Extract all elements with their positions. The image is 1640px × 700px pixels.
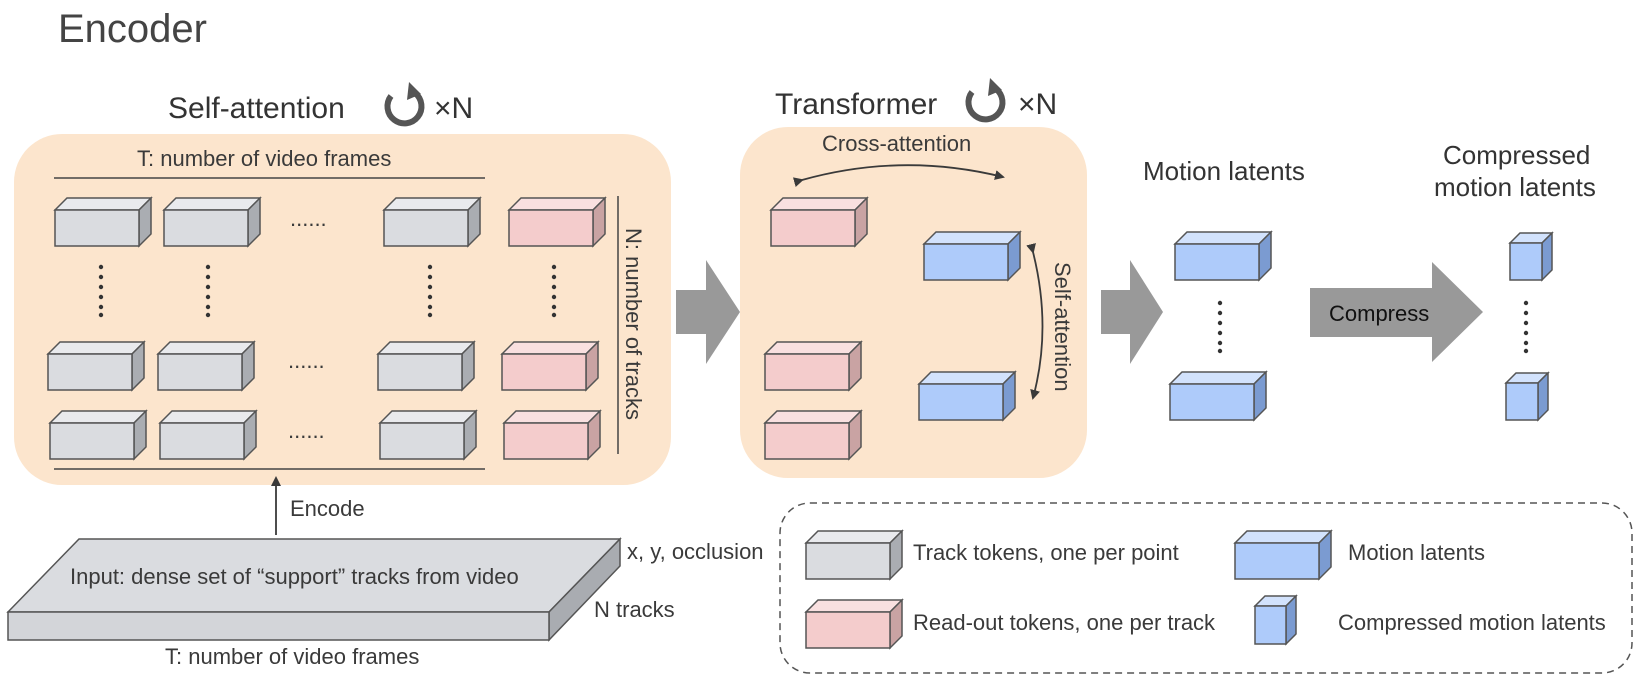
track-token: [156, 340, 256, 392]
input-slab: [6, 537, 622, 642]
readout-token: [500, 340, 600, 392]
encode-label: Encode: [290, 496, 365, 521]
track-token: [46, 340, 146, 392]
input-n-label: N tracks: [594, 597, 675, 622]
legend-box: [779, 502, 1633, 674]
compressed-heading-line1: Compressed: [1443, 140, 1590, 170]
compressed-latent: [1508, 231, 1554, 282]
legend-readout-token-swatch: [804, 598, 904, 650]
flow-arrow-1: [676, 260, 740, 364]
track-token: [382, 196, 482, 248]
input-label: Input: dense set of “support” tracks fro…: [70, 564, 519, 589]
legend-motion-latents-label: Motion latents: [1348, 540, 1485, 565]
transformer-heading: Transformer: [775, 88, 937, 121]
track-token: [378, 409, 478, 461]
n-tracks-label: N: number of tracks: [621, 228, 646, 420]
self-attention-heading: Self-attention: [168, 92, 345, 125]
ellipsis-row1: ......: [290, 206, 327, 231]
motion-latent: [1168, 370, 1268, 422]
track-token: [48, 409, 148, 461]
track-token: [376, 340, 476, 392]
repeat-icon: [965, 78, 1006, 123]
self-attention-repeat: ×N: [434, 92, 473, 125]
motion-latent: [922, 230, 1022, 282]
ellipsis-row2: ......: [288, 348, 325, 373]
compress-arrow: [1310, 262, 1483, 362]
readout-token: [763, 409, 863, 461]
track-token-grid: [46, 196, 482, 461]
track-token: [158, 409, 258, 461]
compress-label: Compress: [1329, 301, 1429, 326]
t-frames-label: T: number of video frames: [137, 146, 391, 171]
repeat-icon: [384, 82, 425, 127]
legend-readout-tokens-label: Read-out tokens, one per track: [913, 610, 1216, 635]
legend-compressed-latents-label: Compressed motion latents: [1338, 610, 1606, 635]
motion-latent: [1173, 230, 1273, 282]
track-token: [53, 196, 153, 248]
legend-motion-latent-swatch: [1233, 529, 1333, 581]
input-t-label: T: number of video frames: [165, 644, 419, 669]
readout-token: [769, 196, 869, 248]
readout-token: [502, 409, 602, 461]
readout-token-column: [500, 196, 607, 461]
compressed-heading-line2: motion latents: [1434, 172, 1596, 202]
ellipsis-row3: ......: [288, 418, 325, 443]
readout-token: [507, 196, 607, 248]
compressed-latent: [1504, 371, 1550, 422]
flow-arrow-2: [1101, 260, 1163, 364]
legend-track-token-swatch: [804, 529, 904, 581]
diagram-title: Encoder: [58, 7, 207, 51]
legend-track-tokens-label: Track tokens, one per point: [913, 540, 1179, 565]
self-attention-arrow: [1026, 243, 1044, 400]
cross-attention-arrow: [792, 164, 1005, 187]
track-token: [162, 196, 262, 248]
cross-attention-label: Cross-attention: [822, 131, 971, 156]
self-attention-side-label: Self-attention: [1050, 262, 1075, 392]
readout-token: [763, 340, 863, 392]
legend-compressed-latent-swatch: [1253, 594, 1298, 646]
motion-latents-heading: Motion latents: [1143, 156, 1305, 186]
input-depth-label: x, y, occlusion: [627, 539, 764, 564]
transformer-repeat: ×N: [1018, 88, 1057, 121]
motion-latent: [917, 370, 1017, 422]
